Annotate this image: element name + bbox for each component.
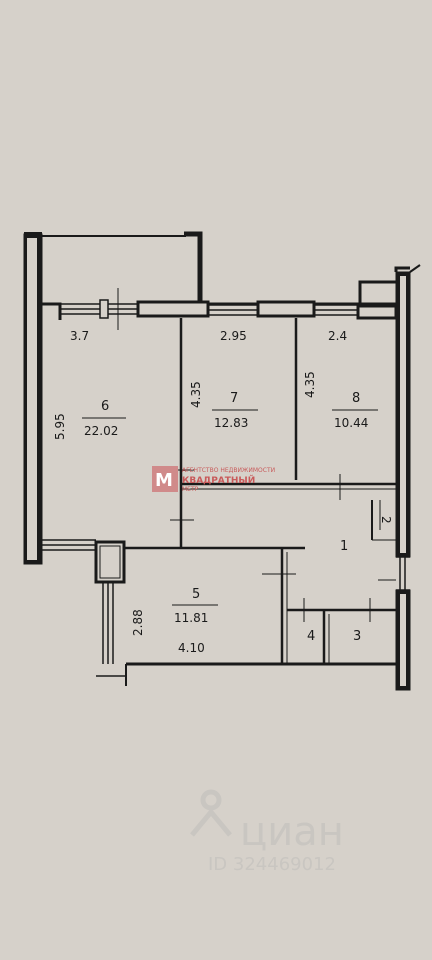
window-room5 — [96, 582, 126, 677]
room-6-area: 22.02 — [84, 424, 118, 438]
room-4-number: 4 — [307, 629, 315, 644]
room-3-number: 3 — [353, 629, 361, 644]
wall-pier-1 — [136, 300, 210, 318]
corner-jog — [94, 540, 126, 584]
window-bottom-left — [42, 539, 96, 551]
room-labels: 6 22.02 7 12.83 8 10.44 1 2 5 11.81 4.10… — [82, 391, 393, 655]
dim-room7-width: 2.95 — [220, 329, 247, 343]
window-room6 — [60, 299, 138, 319]
dim-room8-width: 2.4 — [328, 329, 347, 343]
exterior-walls — [23, 233, 421, 691]
room-5-number: 5 — [192, 587, 200, 602]
dim-room5-height: 2.88 — [131, 609, 145, 636]
room-8-area: 10.44 — [334, 416, 368, 430]
agency-name: КВАДРАТНЫЙ — [182, 474, 255, 486]
room-1-number: 1 — [340, 539, 348, 554]
cian-listing-id: ID 324469012 — [208, 854, 336, 875]
location-pin-icon — [190, 789, 232, 837]
room-5-area: 11.81 — [174, 611, 208, 625]
dimension-labels: 3.7 5.95 2.95 4.35 2.4 4.35 2.88 — [53, 329, 347, 636]
wall-pier-2 — [256, 300, 316, 318]
window-right-lower — [396, 556, 410, 591]
room-2-number: 2 — [379, 516, 393, 524]
cian-watermark: циан ID 324469012 — [190, 789, 344, 875]
agency-line1: АГЕНТСТВО НЕДВИЖИМОСТИ — [182, 467, 275, 474]
room-8-number: 8 — [352, 391, 360, 406]
agency-line3: МЕТР — [182, 486, 199, 493]
agency-watermark: M АГЕНТСТВО НЕДВИЖИМОСТИ КВАДРАТНЫЙ МЕТР — [152, 466, 275, 493]
room-5-extra: 4.10 — [178, 641, 205, 655]
room-6-number: 6 — [101, 399, 109, 414]
wall-pier-3 — [356, 304, 398, 320]
cian-logo-text: циан — [240, 809, 344, 855]
windows — [42, 288, 410, 677]
dim-room7-height: 4.35 — [189, 381, 203, 408]
balcony — [24, 231, 203, 305]
interior-walls — [124, 318, 396, 664]
dim-room8-height: 4.35 — [303, 371, 317, 398]
room-7-area: 12.83 — [214, 416, 248, 430]
room-7-number: 7 — [230, 391, 238, 406]
dim-room6-width: 3.7 — [70, 329, 89, 343]
agency-logo-letter: M — [155, 470, 173, 491]
agency-logo-icon — [152, 466, 178, 492]
dim-room6-height: 5.95 — [53, 413, 67, 440]
door-marks — [170, 469, 396, 622]
window-room7 — [208, 304, 258, 316]
window-room8 — [314, 304, 358, 316]
